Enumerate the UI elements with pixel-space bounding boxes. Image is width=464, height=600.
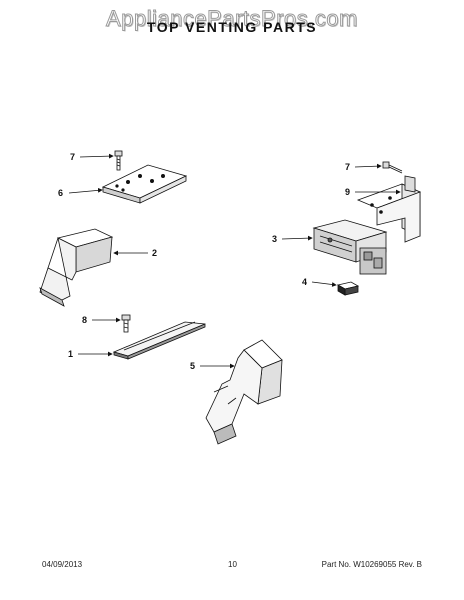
callout-leaders	[68, 153, 401, 369]
part-6-mounting-plate	[101, 164, 188, 204]
callout-1: 1	[68, 349, 73, 359]
callout-8: 8	[82, 315, 87, 325]
part-8-screw	[121, 314, 131, 333]
part-2-vent-duct	[39, 228, 114, 307]
callout-7-right: 7	[345, 162, 350, 172]
callout-2: 2	[152, 248, 157, 258]
callout-3: 3	[272, 234, 277, 244]
part-7-screw-right	[382, 161, 403, 174]
part-3-damper-motor	[312, 219, 388, 275]
footer-page-number: 10	[228, 560, 237, 569]
callout-4: 4	[302, 277, 307, 287]
part-1-long-plate	[112, 321, 206, 360]
part-5-deflector	[205, 339, 283, 445]
callout-7-left: 7	[70, 152, 75, 162]
callout-5: 5	[190, 361, 195, 371]
part-9-bracket	[356, 175, 422, 243]
watermark-logo: AppliancePartsPros.com	[106, 6, 358, 32]
part-4-block	[336, 281, 360, 296]
callout-6: 6	[58, 188, 63, 198]
footer-date: 04/09/2013	[42, 560, 83, 569]
page-title: TOP VENTING PARTS	[146, 19, 318, 35]
footer-part-number: Part No. W10269055 Rev. B	[321, 560, 422, 569]
part-7-screw-left	[114, 150, 123, 171]
callout-9: 9	[345, 187, 350, 197]
